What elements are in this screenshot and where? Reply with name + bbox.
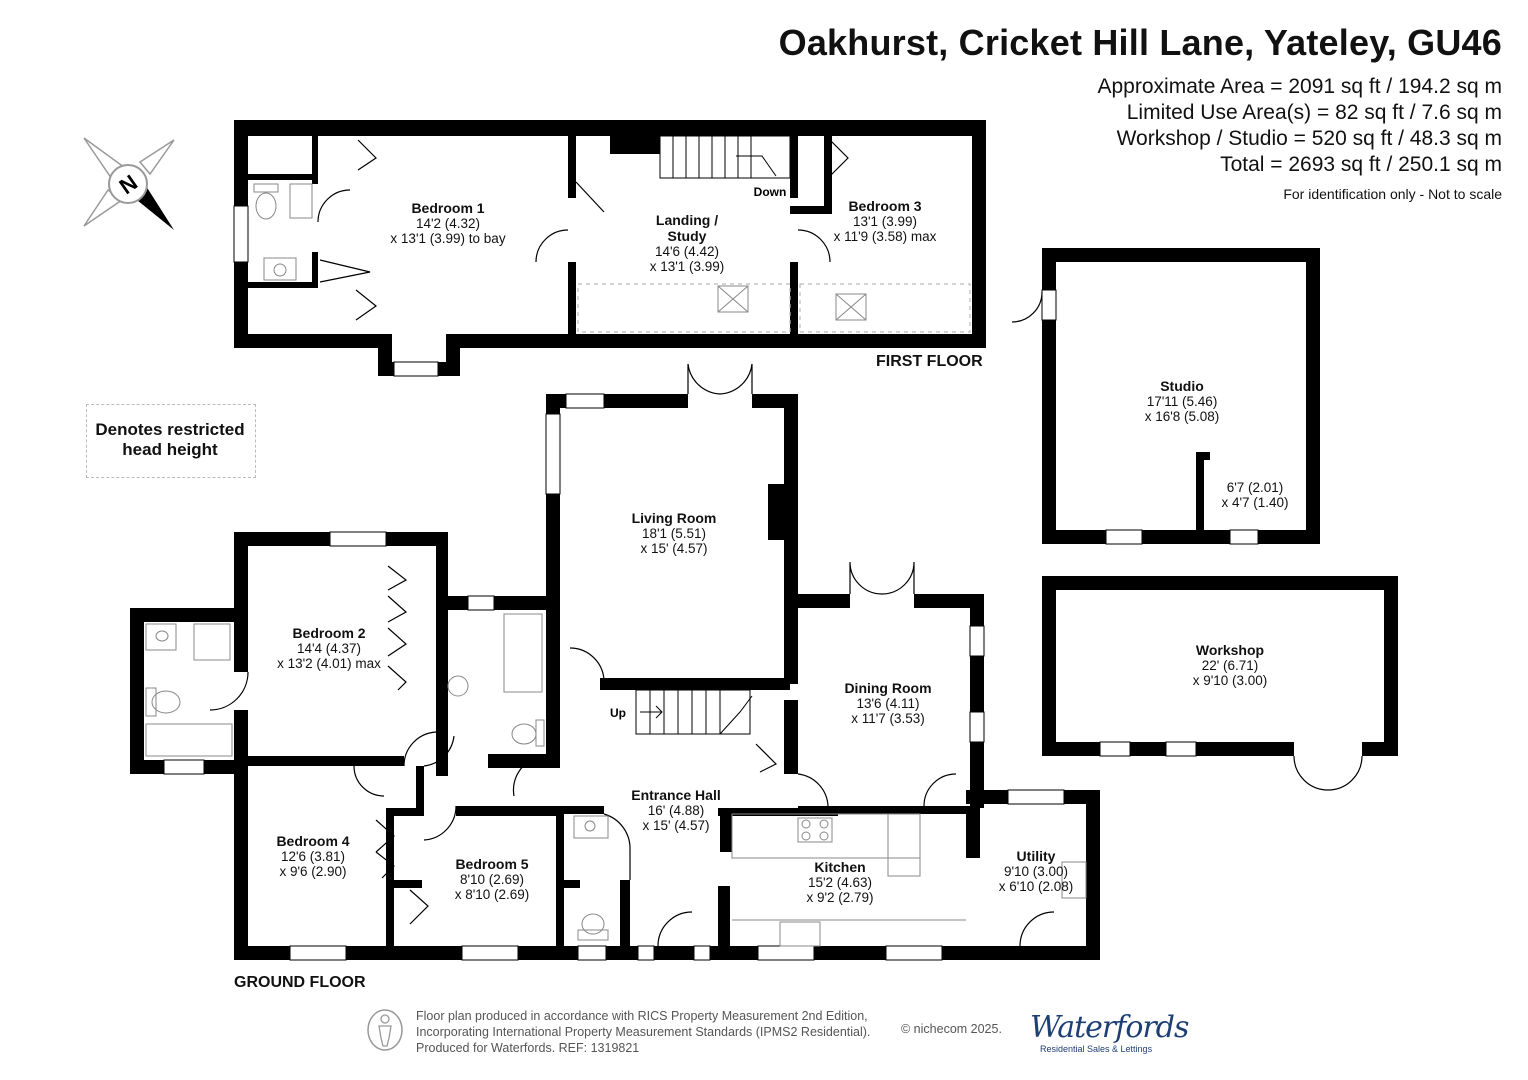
room-dim-2: x 15' (4.57) [640, 541, 708, 556]
property-address: Oakhurst, Cricket Hill Lane, Yateley, GU… [778, 22, 1502, 63]
stairs-up-label: Up [610, 706, 626, 720]
ground-floor-label: GROUND FLOOR [234, 974, 366, 991]
scale-note: For identification only - Not to scale [1283, 186, 1502, 202]
area-workshop-studio: Workshop / Studio = 520 sq ft / 48.3 sq … [1116, 127, 1502, 150]
room-studio-store: 6'7 (2.01) x 4'7 (1.40) [1204, 480, 1306, 510]
room-dining-room: Dining Room 13'6 (4.11) x 11'7 (3.53) [808, 680, 968, 726]
legend-line-2: head height [122, 440, 218, 459]
room-dim-2: x 4'7 (1.40) [1221, 495, 1289, 510]
room-dim-1: 6'7 (2.01) [1226, 480, 1284, 495]
room-name: Dining Room [844, 680, 932, 696]
restricted-height-legend-box [86, 404, 256, 478]
room-dim-1: 16' (4.88) [647, 803, 705, 818]
room-dim-1: 14'4 (4.37) [296, 641, 362, 656]
room-dim-1: 14'6 (4.42) [654, 244, 720, 259]
room-dim-2: x 11'7 (3.53) [851, 711, 925, 726]
room-name: Utility [1016, 848, 1056, 864]
room-bedroom-1: Bedroom 1 14'2 (4.32) x 13'1 (3.99) to b… [368, 200, 528, 246]
room-kitchen: Kitchen 15'2 (4.63) x 9'2 (2.79) [770, 859, 910, 905]
room-name: Bedroom 3 [848, 198, 922, 214]
room-dim-2: x 13'1 (3.99) to bay [390, 231, 506, 246]
area-total: Total = 2693 sq ft / 250.1 sq m [1220, 153, 1502, 176]
first-floor-stairs [659, 135, 791, 179]
room-dim-1: 12'6 (3.81) [280, 849, 346, 864]
stairs-down-label: Down [754, 185, 787, 199]
footer-line-1: Floor plan produced in accordance with R… [416, 1009, 868, 1023]
ground-floor-windows [163, 393, 1065, 961]
room-dim-2: x 9'10 (3.00) [1192, 673, 1268, 688]
footer-line-3: Produced for Waterfords. REF: 1319821 [416, 1041, 640, 1055]
room-dim-2: x 16'8 (5.08) [1144, 409, 1220, 424]
room-name: Living Room [631, 510, 717, 526]
room-name-2: Study [667, 228, 707, 244]
room-name: Workshop [1195, 642, 1265, 658]
room-dim-2: x 13'2 (4.01) max [277, 656, 381, 671]
ground-floor-stairs [635, 689, 753, 735]
area-limited-use: Limited Use Area(s) = 82 sq ft / 7.6 sq … [1126, 101, 1502, 124]
room-dim-1: 18'1 (5.51) [641, 526, 707, 541]
room-name: Bedroom 5 [455, 856, 529, 872]
room-dim-2: x 6'10 (2.08) [998, 879, 1074, 894]
room-name: Entrance Hall [631, 787, 721, 803]
first-floor-fixtures [253, 183, 867, 321]
copyright: © nichecom 2025. [901, 1022, 1002, 1036]
first-floor-walls [234, 120, 986, 376]
measurement-person-icon [367, 1009, 403, 1051]
room-dim-1: 9'10 (3.00) [1003, 864, 1069, 879]
restricted-head-height-zones [577, 283, 971, 333]
room-bedroom-5: Bedroom 5 8'10 (2.69) x 8'10 (2.69) [436, 856, 548, 902]
room-dim-1: 14'2 (4.32) [415, 216, 481, 231]
room-dim-2: x 13'1 (3.99) [649, 259, 725, 274]
room-entrance-hall: Entrance Hall 16' (4.88) x 15' (4.57) [596, 787, 756, 833]
room-bedroom-2: Bedroom 2 14'4 (4.37) x 13'2 (4.01) max [258, 625, 400, 671]
ground-floor-doors [209, 363, 1055, 947]
first-floor-label: FIRST FLOOR [876, 353, 983, 370]
room-name: Bedroom 2 [292, 625, 366, 641]
workshop-windows [1099, 741, 1197, 757]
room-bedroom-3: Bedroom 3 13'1 (3.99) x 11'9 (3.58) max [810, 198, 960, 244]
studio-windows [1041, 289, 1259, 545]
room-dim-1: 13'1 (3.99) [852, 214, 918, 229]
compass-icon: N [83, 137, 175, 230]
room-name: Studio [1160, 378, 1204, 394]
room-dim-1: 15'2 (4.63) [807, 875, 873, 890]
footer-notes: Floor plan produced in accordance with R… [416, 1008, 870, 1056]
area-approximate: Approximate Area = 2091 sq ft / 194.2 sq… [1097, 75, 1503, 98]
waterfords-tagline: Residential Sales & Lettings [1040, 1044, 1153, 1054]
waterfords-logo: Waterfords [1030, 1010, 1189, 1045]
room-dim-2: x 11'9 (3.58) max [833, 229, 937, 244]
room-dim-2: x 15' (4.57) [642, 818, 710, 833]
room-dim-2: x 9'6 (2.90) [279, 864, 347, 879]
room-dim-1: 13'6 (4.11) [856, 696, 920, 711]
room-name: Bedroom 4 [276, 833, 350, 849]
studio-door [1011, 291, 1043, 323]
room-dim-1: 8'10 (2.69) [459, 872, 525, 887]
workshop-doors [1293, 755, 1363, 791]
room-dim-2: x 9'2 (2.79) [806, 890, 874, 905]
legend-line-1: Denotes restricted [95, 420, 245, 439]
first-floor-windows [233, 205, 439, 377]
room-landing-study: Landing / Study 14'6 (4.42) x 13'1 (3.99… [610, 212, 764, 274]
restricted-height-legend: Denotes restricted head height [86, 420, 254, 460]
room-studio: Studio 17'11 (5.46) x 16'8 (5.08) [1102, 378, 1262, 424]
room-dim-1: 22' (6.71) [1201, 658, 1259, 673]
room-name: Landing / [655, 212, 719, 228]
room-bedroom-4: Bedroom 4 12'6 (3.81) x 9'6 (2.90) [256, 833, 370, 879]
room-name: Bedroom 1 [411, 200, 485, 216]
room-workshop: Workshop 22' (6.71) x 9'10 (3.00) [1150, 642, 1310, 688]
room-dim-1: 17'11 (5.46) [1146, 394, 1218, 409]
footer-line-2: Incorporating International Property Mea… [416, 1025, 871, 1039]
room-utility: Utility 9'10 (3.00) x 6'10 (2.08) [988, 848, 1084, 894]
ground-floor-fixtures [145, 613, 1087, 947]
first-floor-doors [317, 139, 849, 321]
room-dim-2: x 8'10 (2.69) [454, 887, 530, 902]
room-living-room: Living Room 18'1 (5.51) x 15' (4.57) [594, 510, 754, 556]
room-name: Kitchen [814, 859, 866, 875]
